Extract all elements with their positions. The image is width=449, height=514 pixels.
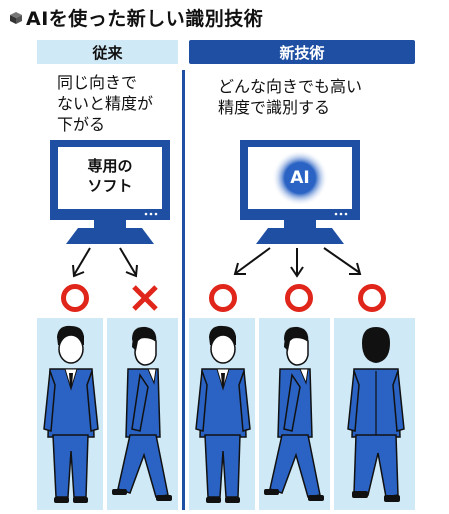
- person-front-conventional: [43, 325, 99, 503]
- result-circle-3: [285, 284, 313, 312]
- result-circle-4: [358, 284, 386, 312]
- header-new-technology: 新技術: [189, 40, 415, 64]
- title-text: AIを使った新しい識別技術: [26, 8, 264, 30]
- screen-text-ai: AI: [290, 168, 310, 188]
- person-back-new: [347, 327, 405, 502]
- description-conventional: 同じ向きで ないと精度が 下がる: [57, 73, 154, 134]
- result-circle-2: [209, 284, 237, 312]
- section-divider: [182, 70, 185, 510]
- result-cross: [132, 285, 158, 311]
- arrow-down-right: [119, 247, 137, 276]
- diagram-title: AIを使った新しい識別技術: [10, 4, 263, 31]
- person-side-conventional: [112, 326, 172, 501]
- arrow-down-right: [323, 247, 361, 274]
- person-front-new: [195, 325, 251, 503]
- screen-text-software: 専用の ソフト: [87, 157, 133, 195]
- monitor-new-technology: [240, 140, 360, 244]
- person-side-new: [264, 326, 324, 501]
- monitor-conventional: [50, 140, 170, 244]
- description-new-technology: どんな向きでも高い 精度で識別する: [218, 77, 363, 117]
- arrows-conventional: [72, 247, 138, 278]
- cube-icon: [10, 12, 22, 24]
- arrow-down-left: [235, 247, 271, 274]
- result-circle-1: [61, 284, 89, 312]
- arrow-down-left: [73, 247, 91, 276]
- arrows-new-technology: [233, 247, 362, 278]
- header-conventional: 従来: [37, 40, 178, 64]
